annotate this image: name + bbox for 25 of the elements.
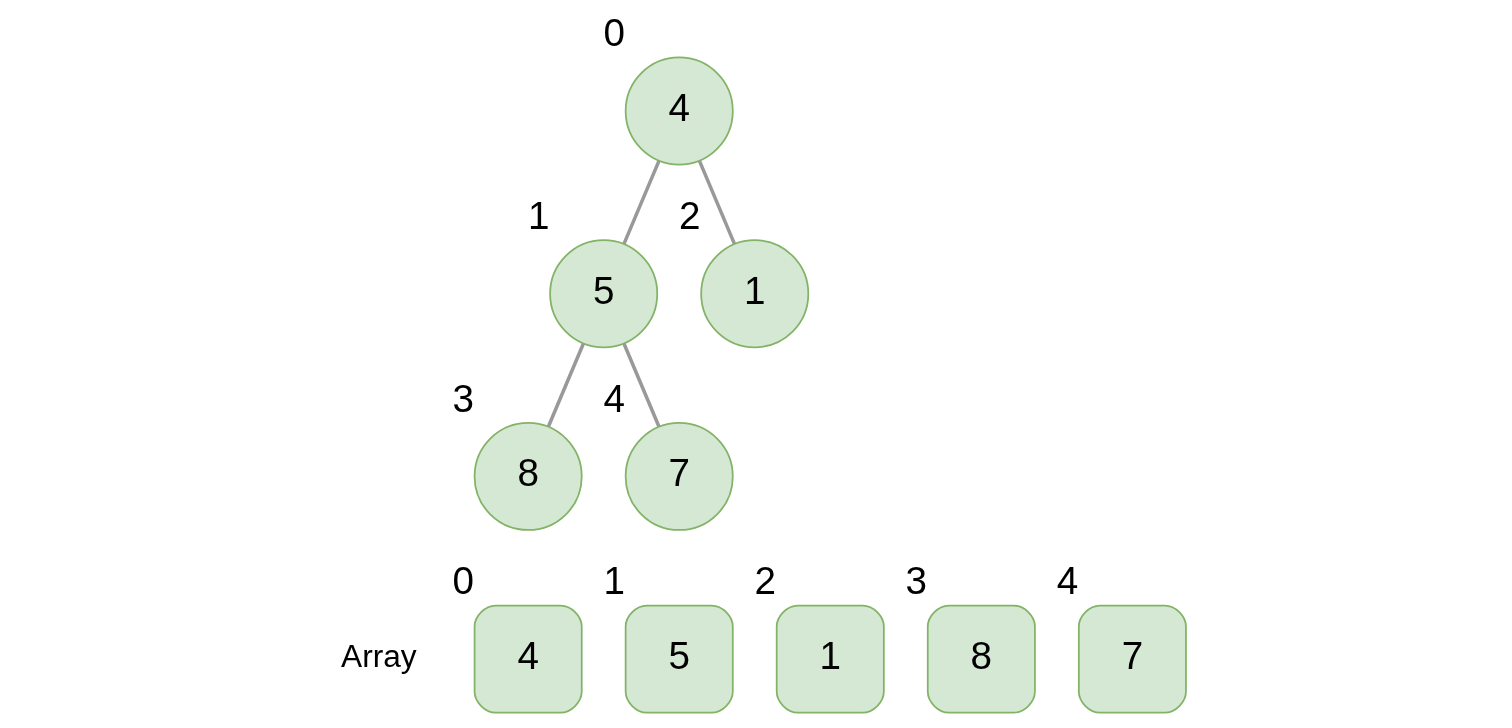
connector (621, 342, 661, 428)
label: Array (340, 637, 417, 674)
connector (546, 342, 585, 428)
node-label: 2 (754, 559, 776, 603)
node-label: 0 (451, 559, 474, 603)
node-box: 8 (926, 604, 1036, 714)
node-box: 5 (624, 604, 734, 714)
node-label: 0 (602, 11, 625, 55)
node-label: 1 (602, 559, 625, 603)
node-label: 1 (527, 193, 549, 237)
connector (621, 160, 661, 245)
node-circle: 8 (473, 421, 583, 531)
node-box: 7 (1077, 604, 1187, 714)
node-box: 1 (775, 604, 885, 714)
node-circle: 1 (699, 239, 809, 349)
node-circle: 4 (624, 56, 734, 166)
node-label: 3 (451, 376, 474, 420)
connector (697, 160, 736, 245)
node-label: 2 (678, 193, 700, 237)
node-label: 4 (602, 376, 625, 420)
node-label: 4 (1056, 559, 1078, 603)
node-label: 3 (905, 559, 927, 603)
node-box: 4 (473, 604, 583, 714)
node-circle: 5 (548, 239, 658, 349)
node-circle: 7 (624, 421, 734, 531)
